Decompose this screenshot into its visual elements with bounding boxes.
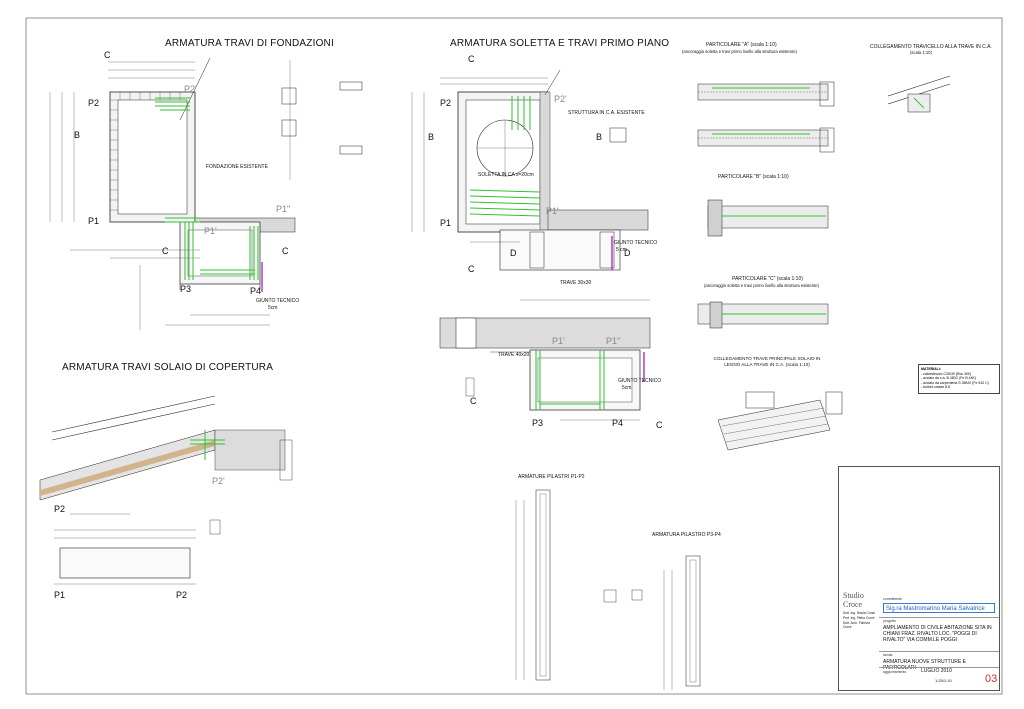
title-pilastri-p1p2: ARMATURE PILASTRI P1-P2 <box>518 474 585 480</box>
node-p2p-cop: P2' <box>212 476 225 486</box>
title-particolare-c: PARTICOLARE "C" (scala 1:10) <box>732 276 803 282</box>
copertura-section <box>39 395 293 585</box>
committente-caption: committente <box>883 597 903 601</box>
node-b2-sol: B <box>596 132 603 142</box>
node-p1-cop: P1 <box>54 590 66 600</box>
progetto-caption: progetto <box>883 619 896 623</box>
studio-name-2: Prof. Ing. Pietro Croce <box>843 616 875 620</box>
title-block: Studio Croce Dott. Ing. Nicola Croce Pro… <box>838 466 1000 691</box>
label-giunto-tecnico-2: GIUNTO TECNICO <box>614 240 658 246</box>
title-particolare-a: PARTICOLARE "A" (scala 1:10) <box>706 42 777 48</box>
subtitle-particolare-a: (ancoraggio soletta e travi primo livell… <box>682 49 797 54</box>
node-p2-fond: P2 <box>88 98 100 108</box>
node-p1pp-det: P1'' <box>606 336 621 346</box>
node-p3-det: P3 <box>532 418 544 428</box>
node-p1-sol: P1 <box>440 218 452 228</box>
title-fondazioni: ARMATURA TRAVI DI FONDAZIONI <box>165 38 334 49</box>
node-p4-det: P4 <box>612 418 624 428</box>
label-trave-40x20: TRAVE 40x20 <box>498 352 530 358</box>
data-value: LUGLIO 2010 <box>921 668 952 674</box>
node-c-fond: C <box>104 50 111 60</box>
title-particolare-b: PARTICOLARE "B" (scala 1:10) <box>718 174 789 180</box>
pilastri-detail <box>515 489 701 690</box>
node-p2-cop: P2 <box>54 504 66 514</box>
soletta-green-rebars <box>469 96 541 217</box>
node-d2-sol: D <box>624 248 631 258</box>
node-c2-sol: C <box>468 264 475 274</box>
node-b-sol: B <box>428 132 435 142</box>
node-p3-fond: P3 <box>180 284 192 294</box>
title-copertura: ARMATURA TRAVI SOLAIO DI COPERTURA <box>62 362 274 373</box>
label-giunto-tecnico-2-size: 5 cm <box>616 247 627 253</box>
committente-value: Sig.ra Mastromarino Maria Salvatrice <box>883 603 995 613</box>
label-trave-30x30: TRAVE 30x30 <box>560 280 592 286</box>
materials-line-2: - acciaio da c.a. B 450C (Fe B 44K) <box>921 376 977 381</box>
label-giunto-tecnico-3-size: 5cm <box>622 385 632 391</box>
node-c2-det: C <box>656 420 663 430</box>
node-p1p-fond: P1' <box>204 226 217 236</box>
node-p1pp-fond: P1'' <box>276 204 291 214</box>
materials-line-4: - bulloni classe 8.8 <box>921 385 950 390</box>
node-c-sol: C <box>468 54 475 64</box>
scala-value: 1:25/1:10 <box>935 678 952 683</box>
fondazioni-green-rebars <box>155 97 259 280</box>
node-p2p-fond: P2' <box>184 84 197 94</box>
node-p2b-cop: P2 <box>176 590 188 600</box>
node-c-det: C <box>470 396 477 406</box>
subtitle-particolare-c: (ancoraggio soletta e travi primo livell… <box>704 283 819 288</box>
detail-green-rebars <box>535 350 605 410</box>
tb-divider-2 <box>879 651 999 652</box>
studio-name-3: Dott. Arch. Fabrizio Croce <box>843 621 871 629</box>
label-giunto-tecnico-1: GIUNTO TECNICO <box>256 298 300 304</box>
copertura-green-rebars <box>190 430 225 460</box>
tb-divider-1 <box>879 617 999 618</box>
sheet-frame <box>25 17 1003 695</box>
studio-column: Studio Croce Dott. Ing. Nicola Croce Pro… <box>843 591 879 681</box>
subtitle-collegamento-travicello: (scala 1:10) <box>910 50 932 55</box>
sheet-number: 03 <box>985 673 998 685</box>
progetto-value: AMPLIAMENTO DI CIVILE ABITAZIONE SITA IN… <box>883 625 992 643</box>
materials-line-3: - acciaio da carpenteria S 355J0 (Fe 510… <box>921 380 989 385</box>
node-p1-fond: P1 <box>88 216 100 226</box>
tavola-caption: tavola <box>883 653 893 657</box>
node-c3-fond: C <box>282 246 289 256</box>
travi-primo-piano-detail <box>439 299 651 421</box>
tb-divider-3 <box>879 667 999 668</box>
label-giunto-tecnico-3: GIUNTO TECNICO <box>618 378 662 384</box>
node-p2-sol: P2 <box>440 98 452 108</box>
node-p1p-sol: P1' <box>546 206 559 216</box>
materials-title: MATERIALI: <box>921 367 941 371</box>
title-soletta: ARMATURA SOLETTA E TRAVI PRIMO PIANO <box>450 38 670 49</box>
data-caption: aggiornamento <box>883 670 907 674</box>
studio-name-1: Dott. Ing. Nicola Croce <box>843 611 876 615</box>
node-p4-fond: P4 <box>250 286 262 296</box>
node-p1p-det: P1' <box>552 336 565 346</box>
title-pilastro-p3p4: ARMATURA PILASTRO P3-P4 <box>652 532 721 538</box>
tavola-value: ARMATURA NUOVE STRUTTURE E PARTICOLARI <box>883 659 966 671</box>
particolari-green-rebars <box>712 87 925 315</box>
node-c2-fond: C <box>162 246 169 256</box>
materials-line-1: - calcestruzzo C25/30 (Rck 300) <box>921 371 971 376</box>
title-collegamento-trave: COLLEGAMENTO TRAVE PRINCIPALE SOLAIO IN … <box>713 356 821 367</box>
node-p2p-sol: P2' <box>554 94 567 104</box>
label-giunto-tecnico-1-size: 5cm <box>268 305 278 311</box>
title-collegamento-travicello: COLLEGAMENTO TRAVICELLO ALLA TRAVE IN C.… <box>870 44 992 50</box>
node-b-fond: B <box>74 130 81 140</box>
label-fondazione-esistente: FONDAZIONE ESISTENTE <box>206 164 268 170</box>
label-struttura-esistente: STRUTTURA IN C.A. ESISTENTE <box>568 110 645 116</box>
node-d-sol: D <box>510 248 517 258</box>
label-soletta-ca: SOLETTA IN CA s=20cm <box>478 172 534 178</box>
studio-logo: Studio Croce <box>843 591 864 609</box>
materials-box: MATERIALI: - calcestruzzo C25/30 (Rck 30… <box>918 364 1000 394</box>
